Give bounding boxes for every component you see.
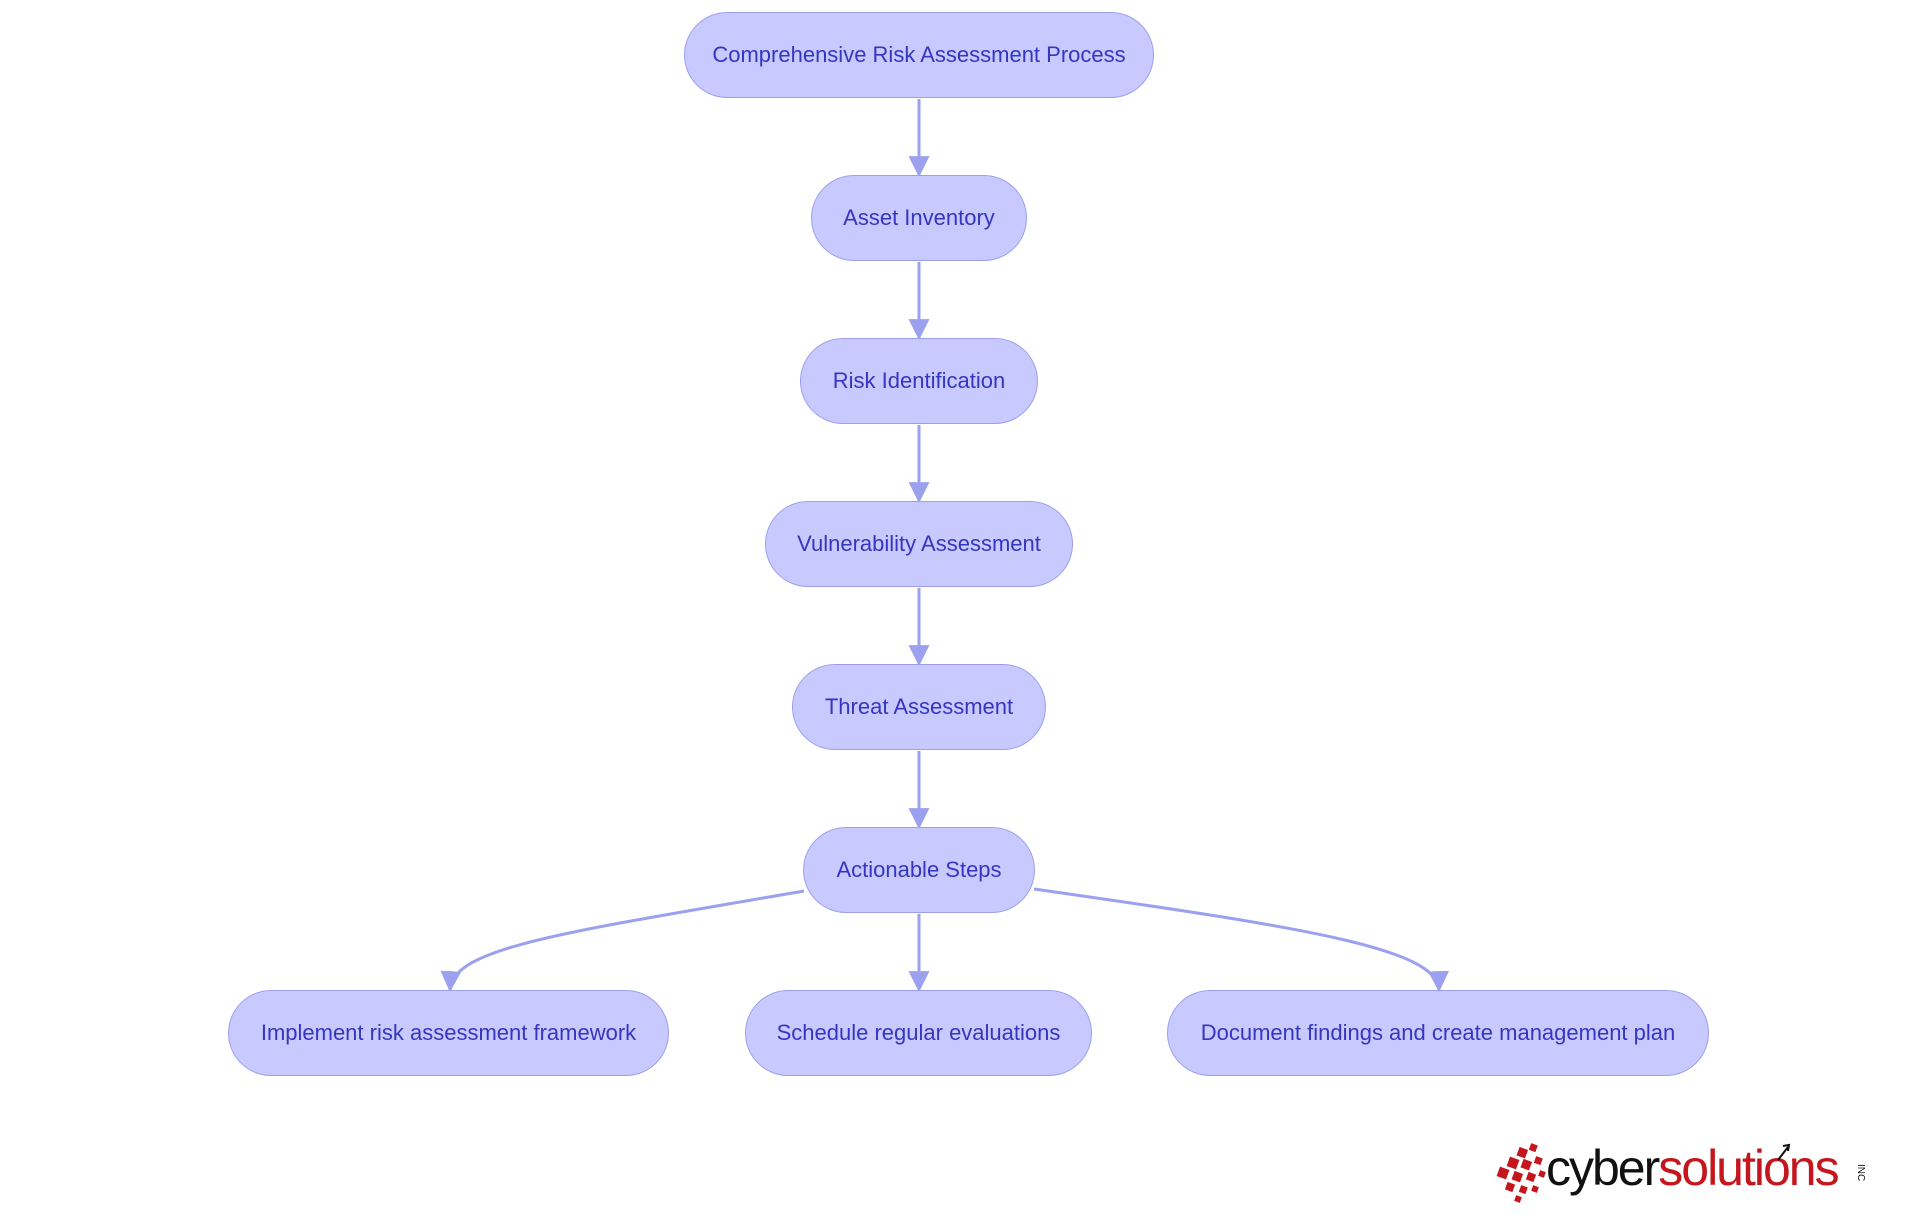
svg-text:cybersolutions: cybersolutions — [1546, 1140, 1839, 1196]
node-actionable-steps: Actionable Steps — [803, 827, 1035, 913]
node-implement-risk-assessment-framework: Implement risk assessment framework — [228, 990, 669, 1076]
edge-actionable-steps-to-document-findings — [1033, 887, 1449, 993]
node-asset-inventory: Asset Inventory — [811, 175, 1027, 261]
logo-inc: INC — [1855, 1164, 1866, 1181]
logo-pixel-mark-icon — [1496, 1143, 1546, 1203]
node-label: Document findings and create management … — [1200, 1020, 1676, 1045]
node-vulnerability-assessment: Vulnerability Assessment — [765, 501, 1073, 587]
node-label: Risk Identification — [832, 368, 1006, 393]
node-label: Comprehensive Risk Assessment Process — [712, 42, 1126, 67]
logo-word-solutions: solutions — [1658, 1140, 1838, 1196]
cybersolutions-logo: cybersolutions INC — [1496, 1140, 1866, 1203]
logo-word-cyber: cyber — [1546, 1140, 1660, 1196]
node-label: Threat Assessment — [824, 694, 1014, 719]
node-label: Actionable Steps — [836, 857, 1002, 882]
node-label: Vulnerability Assessment — [797, 531, 1041, 556]
node-risk-identification: Risk Identification — [800, 338, 1038, 424]
edge-actionable-steps-to-implement-framework — [440, 889, 805, 993]
node-label: Schedule regular evaluations — [776, 1020, 1061, 1045]
node-label: Asset Inventory — [843, 205, 995, 230]
node-label: Implement risk assessment framework — [260, 1020, 637, 1045]
node-threat-assessment: Threat Assessment — [792, 664, 1046, 750]
logo-arrow-icon — [1777, 1143, 1791, 1161]
node-schedule-regular-evaluations: Schedule regular evaluations — [745, 990, 1092, 1076]
node-comprehensive-risk-assessment-process: Comprehensive Risk Assessment Process — [684, 12, 1154, 98]
node-document-findings-and-create-management-plan: Document findings and create management … — [1167, 990, 1709, 1076]
